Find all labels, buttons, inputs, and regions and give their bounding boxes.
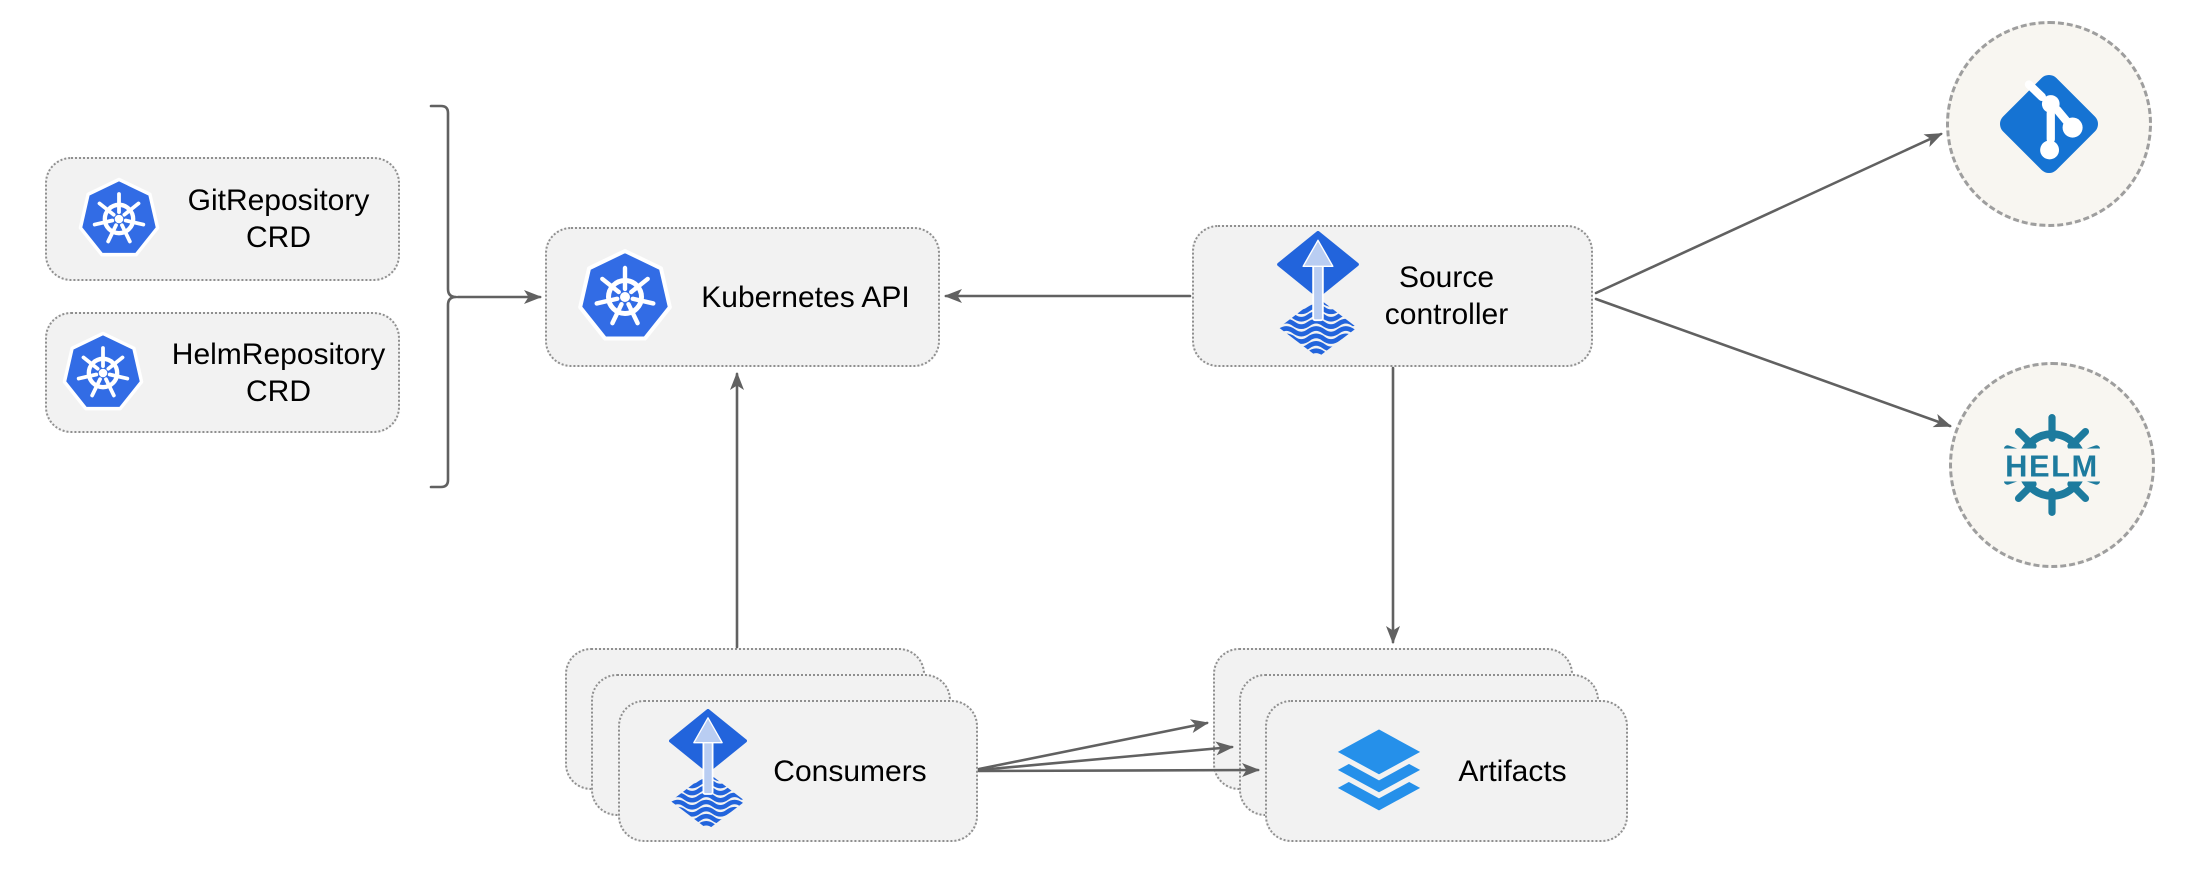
connector-source-controller-to-helm — [1594, 297, 1952, 428]
connector-source-controller-to-git — [1594, 132, 1943, 295]
git-icon — [1990, 65, 2108, 183]
node-kubernetes-api: Kubernetes API — [545, 227, 940, 367]
layers-icon — [1326, 724, 1432, 818]
node-source-controller: Source controller — [1192, 225, 1593, 367]
helmrepository-crd-label: HelmRepository CRD — [171, 337, 386, 408]
artifacts-label: Artifacts — [1458, 754, 1567, 788]
gitrepository-crd-label: GitRepository CRD — [187, 184, 370, 254]
connector-consumers-to-artifacts-2 — [977, 741, 1234, 772]
connector-consumers-to-artifacts-1 — [977, 719, 1209, 771]
node-artifacts: Artifacts — [1265, 700, 1628, 842]
crd-group-bracket — [429, 104, 458, 489]
kubernetes-icon — [76, 174, 162, 264]
flux-source-icon — [1277, 231, 1359, 361]
node-gitrepository-crd: GitRepository CRD — [45, 157, 400, 281]
kubernetes-api-label: Kubernetes API — [701, 280, 910, 314]
helm-icon: HELM — [1988, 414, 2116, 516]
source-controller-label: Source controller — [1384, 261, 1509, 331]
helm-logo-text: HELM — [2005, 448, 2099, 483]
node-helmrepository-crd: HelmRepository CRD — [45, 312, 400, 433]
endpoint-git-repository — [1946, 21, 2152, 227]
kubernetes-icon — [575, 245, 675, 349]
node-consumers: Consumers — [618, 700, 978, 842]
kubernetes-icon — [60, 328, 146, 418]
endpoint-helm-repository: HELM — [1949, 362, 2155, 568]
flux-source-icon — [669, 709, 747, 833]
consumers-label: Consumers — [773, 754, 927, 788]
